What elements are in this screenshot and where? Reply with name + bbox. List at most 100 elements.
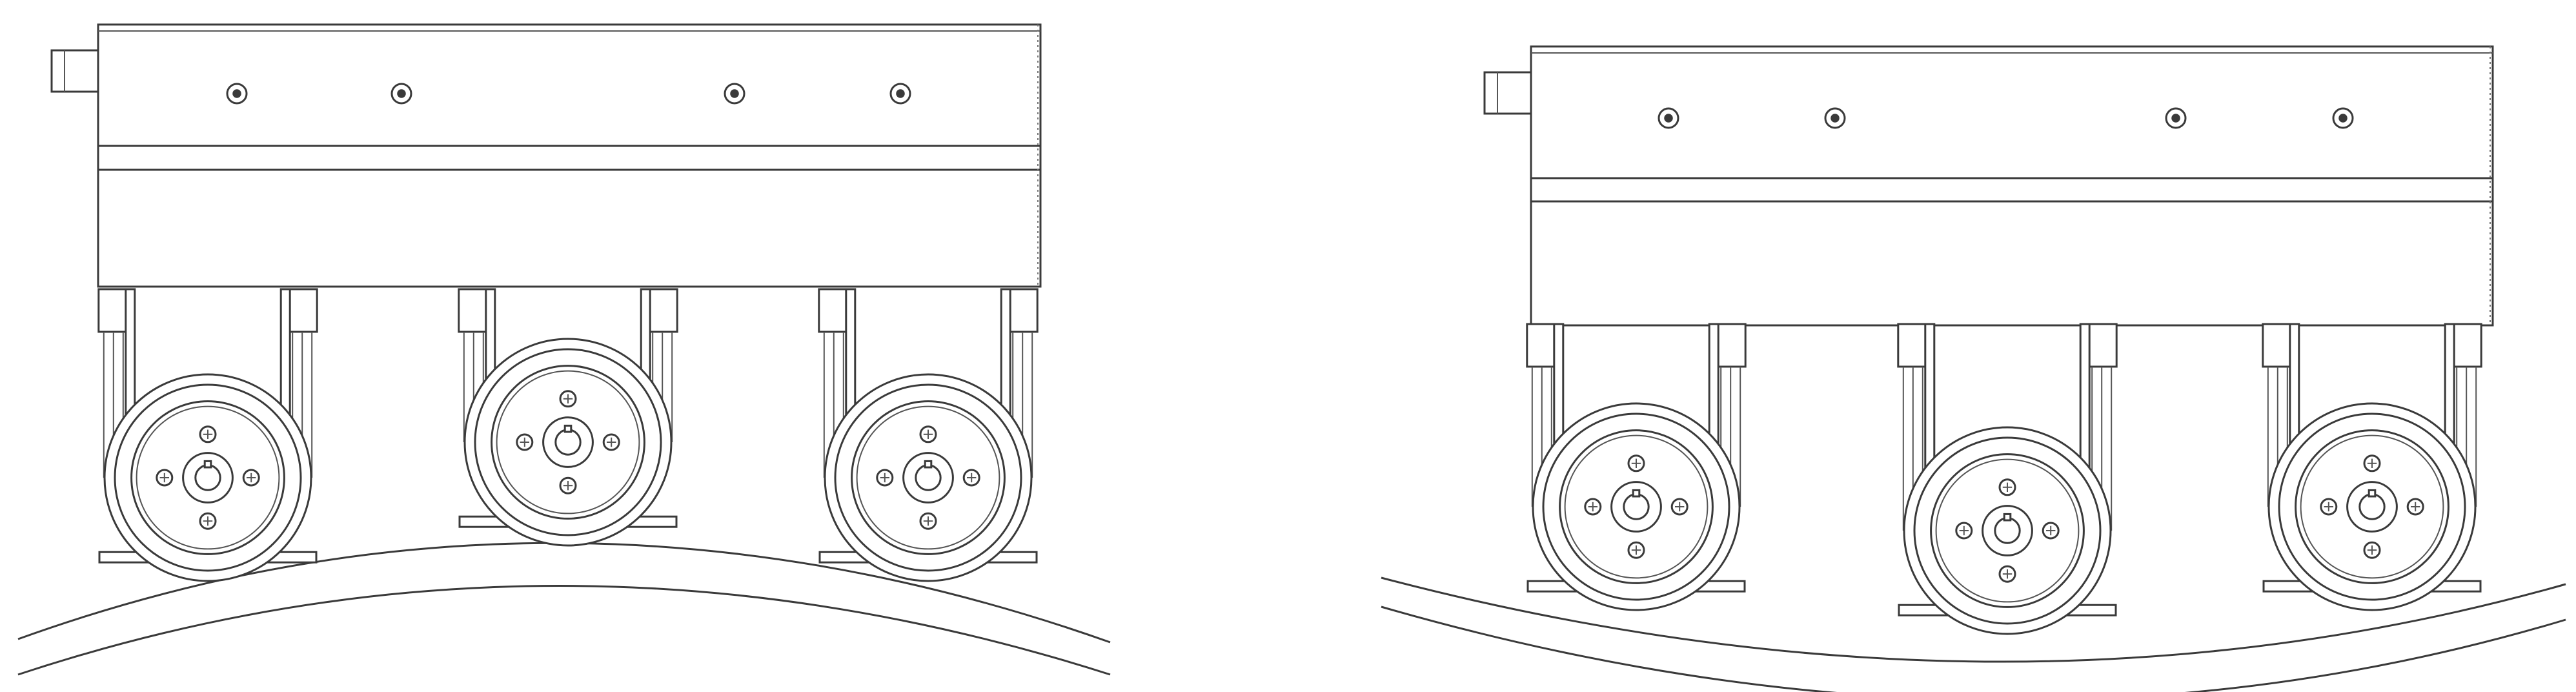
wheel-tire <box>824 373 1033 582</box>
hub-screw <box>1955 522 1973 540</box>
wheel-rim-inner <box>1935 458 2080 603</box>
robot-on-concave-surface <box>1381 45 2566 692</box>
wheel-tire <box>2267 402 2477 611</box>
surface-inner <box>1381 606 2566 692</box>
hub-screw <box>559 476 577 494</box>
robot-on-convex-surface <box>17 23 1111 676</box>
wheel-hub <box>1610 481 1662 533</box>
hub-screw <box>199 425 217 443</box>
wheel-rim <box>1559 429 1714 584</box>
wheel-tire-inner <box>1542 412 1730 601</box>
bracket-plate <box>1924 323 1936 480</box>
suspension-post-right <box>1714 323 1747 507</box>
wheel-hub <box>542 416 594 468</box>
hub-screw <box>1627 454 1645 473</box>
wheel-hub <box>182 452 234 504</box>
axle-key <box>2368 489 2377 498</box>
suspension-post-left <box>818 288 850 478</box>
hub-screw <box>199 512 217 530</box>
wheel-tire <box>1532 402 1741 611</box>
wheel-hub <box>2346 481 2398 533</box>
connector-box <box>1483 71 1532 115</box>
suspension-post-right <box>2450 323 2482 507</box>
wheel-tire <box>103 373 312 582</box>
magnetic-wheel <box>2267 402 2477 611</box>
screw-hole <box>1824 107 1846 129</box>
wheel-rim-inner <box>136 405 280 550</box>
hub-screw <box>516 433 534 451</box>
wheel-module <box>458 288 678 547</box>
wheel-rim <box>130 400 285 555</box>
wheel-rim <box>1930 453 2085 608</box>
suspension-post-left <box>2262 323 2294 507</box>
chassis-body <box>1530 45 2494 327</box>
hub-screw <box>1584 498 1602 516</box>
surface-outer <box>1381 576 2566 663</box>
screw-hole <box>2332 107 2354 129</box>
suspension-post-left <box>1526 323 1558 507</box>
wheel-tire-inner <box>114 383 302 572</box>
wheel-rim <box>491 365 645 520</box>
screw-hole <box>724 83 745 105</box>
wheel-rim-inner <box>496 370 640 514</box>
wheel-tire-inner <box>2278 412 2466 601</box>
robot-chassis <box>1483 45 2494 327</box>
hub-screw <box>2042 522 2060 540</box>
wheel-module <box>818 288 1039 582</box>
hub-screw <box>2406 498 2424 516</box>
hub-screw <box>962 469 980 487</box>
connector-box <box>50 49 99 93</box>
magnetic-wheel <box>1903 426 2112 635</box>
hub-screw <box>1998 565 2016 583</box>
magnetic-wheel <box>463 338 673 547</box>
wheel-tire-inner <box>474 348 662 536</box>
wheel-module <box>1526 323 1747 611</box>
magnetic-wheel <box>824 373 1033 582</box>
hub-screw <box>602 433 620 451</box>
wheel-rim-inner <box>1564 434 1709 579</box>
chassis-body <box>97 23 1042 288</box>
screw-hole <box>1658 107 1679 129</box>
robot-chassis <box>50 23 1042 288</box>
wheel-module <box>97 288 318 582</box>
hub-screw <box>919 512 937 530</box>
hub-screw <box>1998 478 2016 496</box>
wheel-hub <box>902 452 954 504</box>
bracket-plate <box>2079 323 2091 480</box>
axle-key <box>1632 489 1641 498</box>
axle-key <box>924 460 933 469</box>
screw-hole <box>2165 107 2187 129</box>
hub-screw <box>242 469 260 487</box>
wheel-tire <box>463 338 673 547</box>
hub-screw <box>2363 541 2381 559</box>
suspension-post-right <box>286 288 318 478</box>
magnetic-wheel <box>1532 402 1741 611</box>
hub-screw <box>1627 541 1645 559</box>
axle-key <box>2003 513 2012 522</box>
wheel-rim <box>2295 429 2449 584</box>
magnetic-wheel <box>103 373 312 582</box>
wheel-tire-inner <box>1913 436 2102 625</box>
screw-hole <box>889 83 911 105</box>
wheel-module <box>2262 323 2482 611</box>
hub-screw <box>876 469 894 487</box>
wheel-hub <box>1982 505 2033 556</box>
wheel-tire-inner <box>834 383 1022 572</box>
wheel-tire <box>1903 426 2112 635</box>
hub-screw <box>156 469 174 487</box>
hub-screw <box>2363 454 2381 473</box>
wheel-module <box>1897 323 2118 635</box>
hub-screw <box>919 425 937 443</box>
wheel-rim-inner <box>2300 434 2444 579</box>
wheel-rim-inner <box>856 405 1000 550</box>
hub-screw <box>1670 498 1689 516</box>
axle-key <box>203 460 212 469</box>
screw-hole <box>226 83 248 105</box>
hub-screw <box>559 390 577 408</box>
screw-hole <box>390 83 412 105</box>
hub-screw <box>2320 498 2338 516</box>
wheel-rim <box>851 400 1006 555</box>
curved-surface <box>1381 576 2566 692</box>
surface-inner <box>17 585 1111 676</box>
